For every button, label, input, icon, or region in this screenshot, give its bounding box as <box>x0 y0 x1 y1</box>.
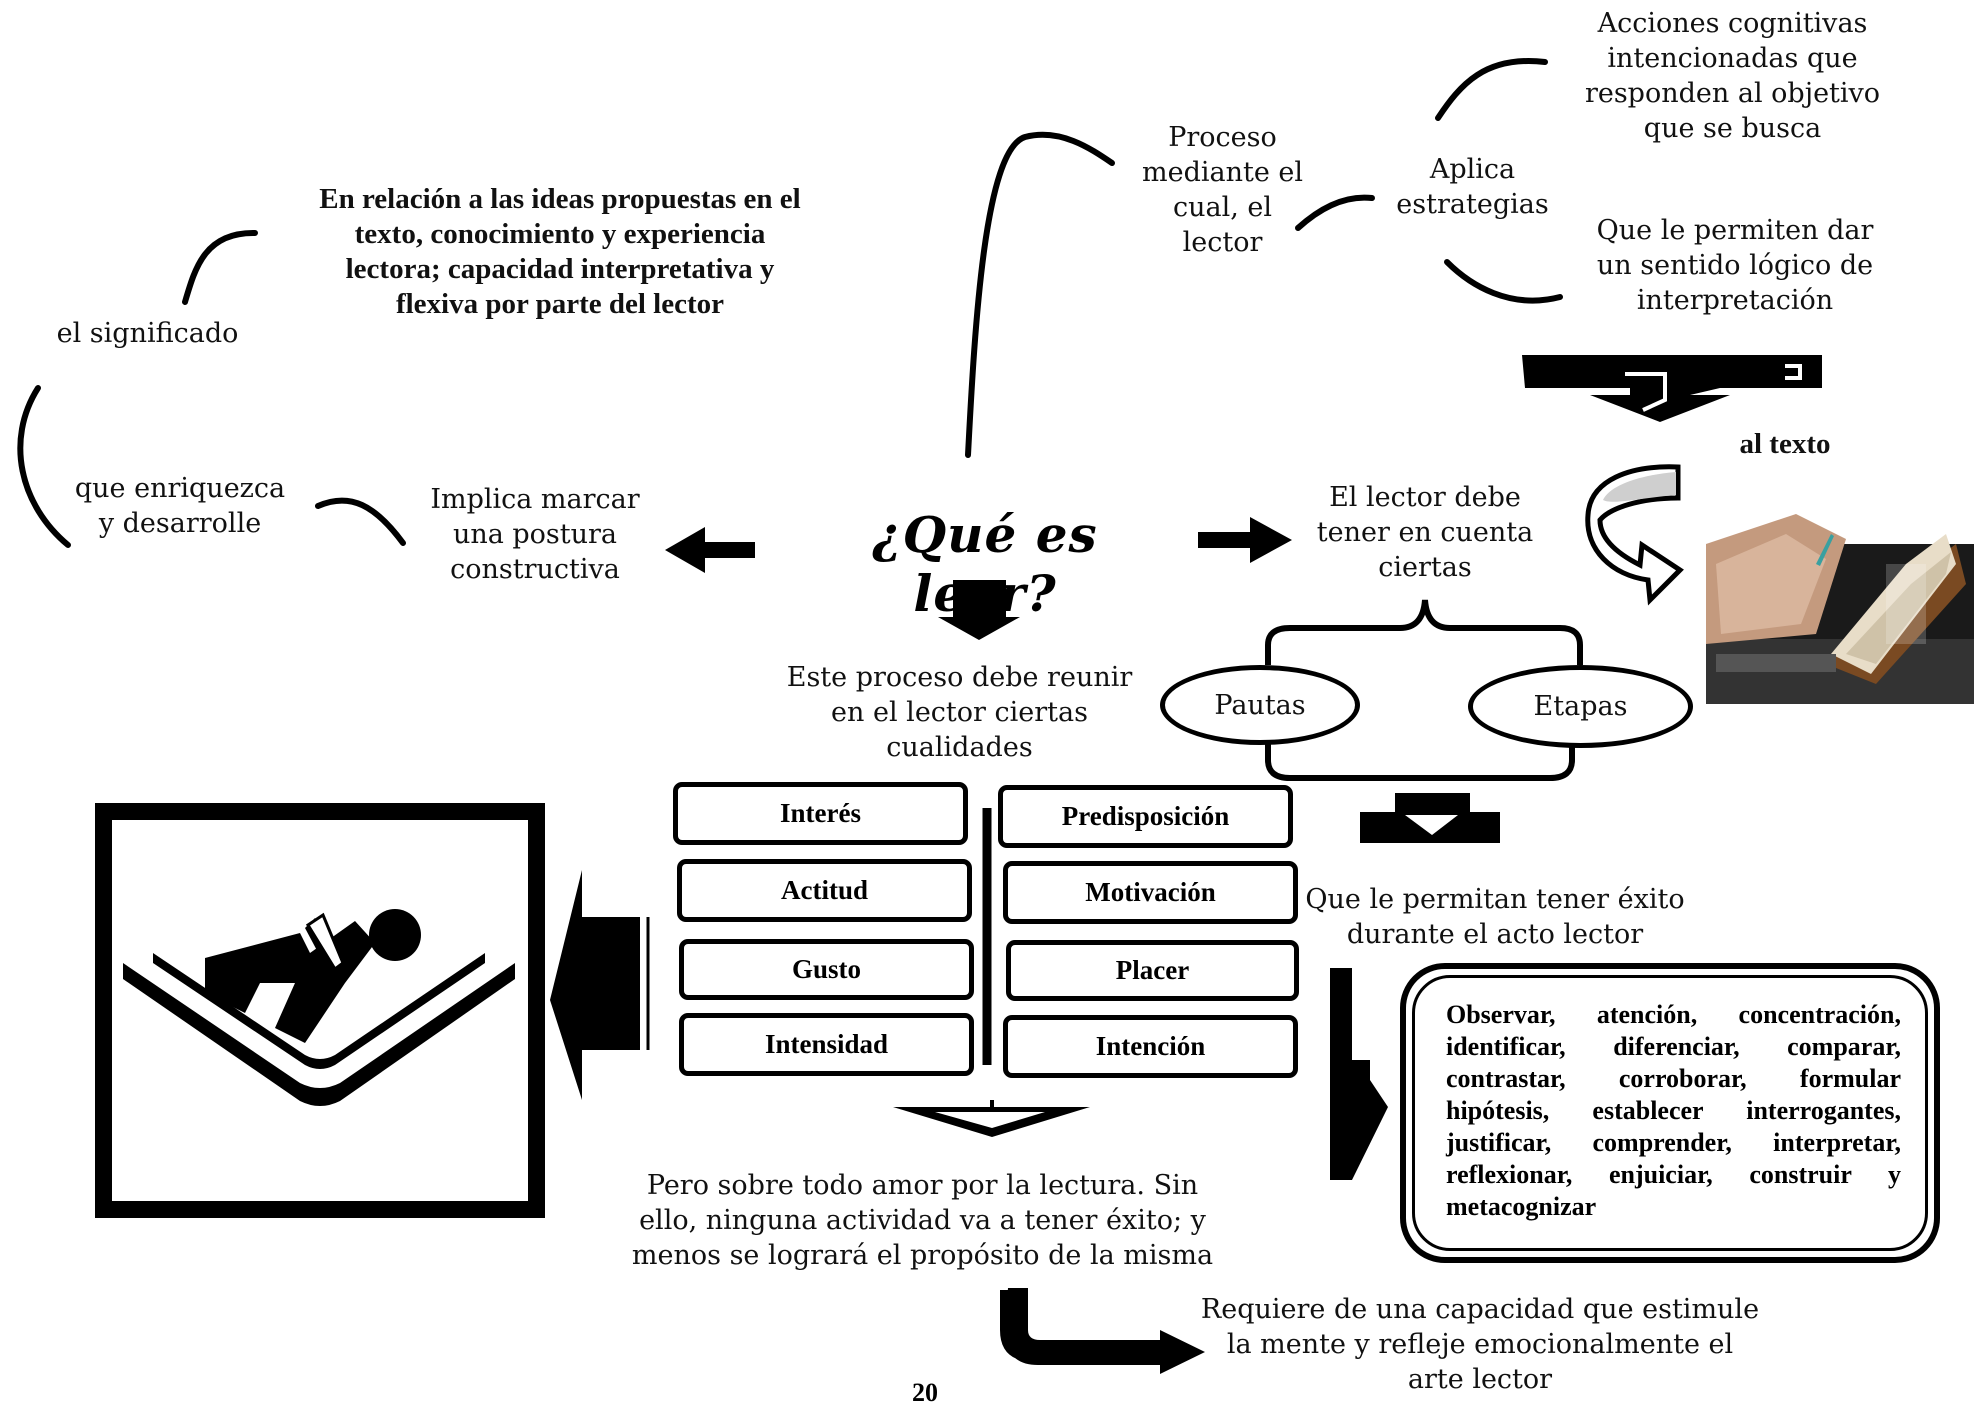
quality-box: Interés <box>673 782 968 845</box>
arrow-left-big <box>550 870 640 1100</box>
node-proceso: Proceso mediante el cual, el lector <box>1141 122 1303 258</box>
node-relacion: En relación a las ideas propuestas en el… <box>319 183 801 320</box>
arrow-down <box>938 580 1020 640</box>
curve-enriquezca-implica <box>315 497 406 546</box>
node-al-texto: al texto <box>1739 428 1831 460</box>
node-implica: Implica marcar una postura constructiva <box>430 484 640 585</box>
strategies-text: Observar, atención, concentración, ident… <box>1446 1000 1901 1221</box>
arrow-to-strategies <box>1330 968 1388 1180</box>
node-acciones: Acciones cognitivas intencionadas que re… <box>1584 8 1881 144</box>
quality-box: Intensidad <box>679 1013 974 1076</box>
bent-arrow-top <box>1522 355 1822 422</box>
node-significado: el significado <box>56 318 239 349</box>
quality-box: Predisposición <box>998 785 1293 848</box>
node-requiere: Requiere de una capacidad que estimule l… <box>1200 1294 1760 1395</box>
quality-box: Actitud <box>677 859 972 922</box>
arrow-left <box>665 527 755 573</box>
reading-pictogram-icon <box>95 803 545 1218</box>
quality-box: Gusto <box>679 939 974 1000</box>
curve-to-acciones <box>1435 58 1548 121</box>
oval-etapas: Etapas <box>1468 665 1693 748</box>
brace-top <box>1265 599 1583 665</box>
node-exito: Que le permitan tener éxito durante el a… <box>1305 884 1685 950</box>
curve-to-sentido <box>1444 259 1563 304</box>
page-number: 20 <box>912 1378 938 1407</box>
quality-box: Placer <box>1006 940 1299 1001</box>
oval-pautas: Pautas <box>1160 665 1360 745</box>
node-lector-debe: El lector debe tener en cuenta ciertas <box>1316 482 1534 583</box>
node-proceso-reunir: Este proceso debe reunir en el lector ci… <box>786 662 1133 763</box>
curve-proceso-aplica <box>1295 194 1375 231</box>
arrow-right <box>1198 517 1292 563</box>
node-aplica: Aplica estrategias <box>1396 154 1549 220</box>
quality-box: Motivación <box>1003 861 1298 924</box>
curve-significado-relacion <box>182 229 258 305</box>
node-sentido: Que le permiten dar un sentido lógico de… <box>1596 215 1874 316</box>
curve-to-proceso <box>965 131 1115 458</box>
node-enriquezca: que enriquezca y desarrolle <box>74 473 286 539</box>
strategies-box: Observar, atención, concentración, ident… <box>1400 963 1940 1263</box>
curve-significado-enriquezca <box>17 385 71 548</box>
diagram-title: ¿Qué es leer? <box>872 505 1098 623</box>
node-amor: Pero sobre todo amor por la lectura. Sin… <box>631 1170 1214 1271</box>
brace-bottom <box>1265 740 1575 781</box>
book-laptop-photo <box>1706 514 1974 704</box>
quality-box: Intención <box>1003 1015 1298 1078</box>
